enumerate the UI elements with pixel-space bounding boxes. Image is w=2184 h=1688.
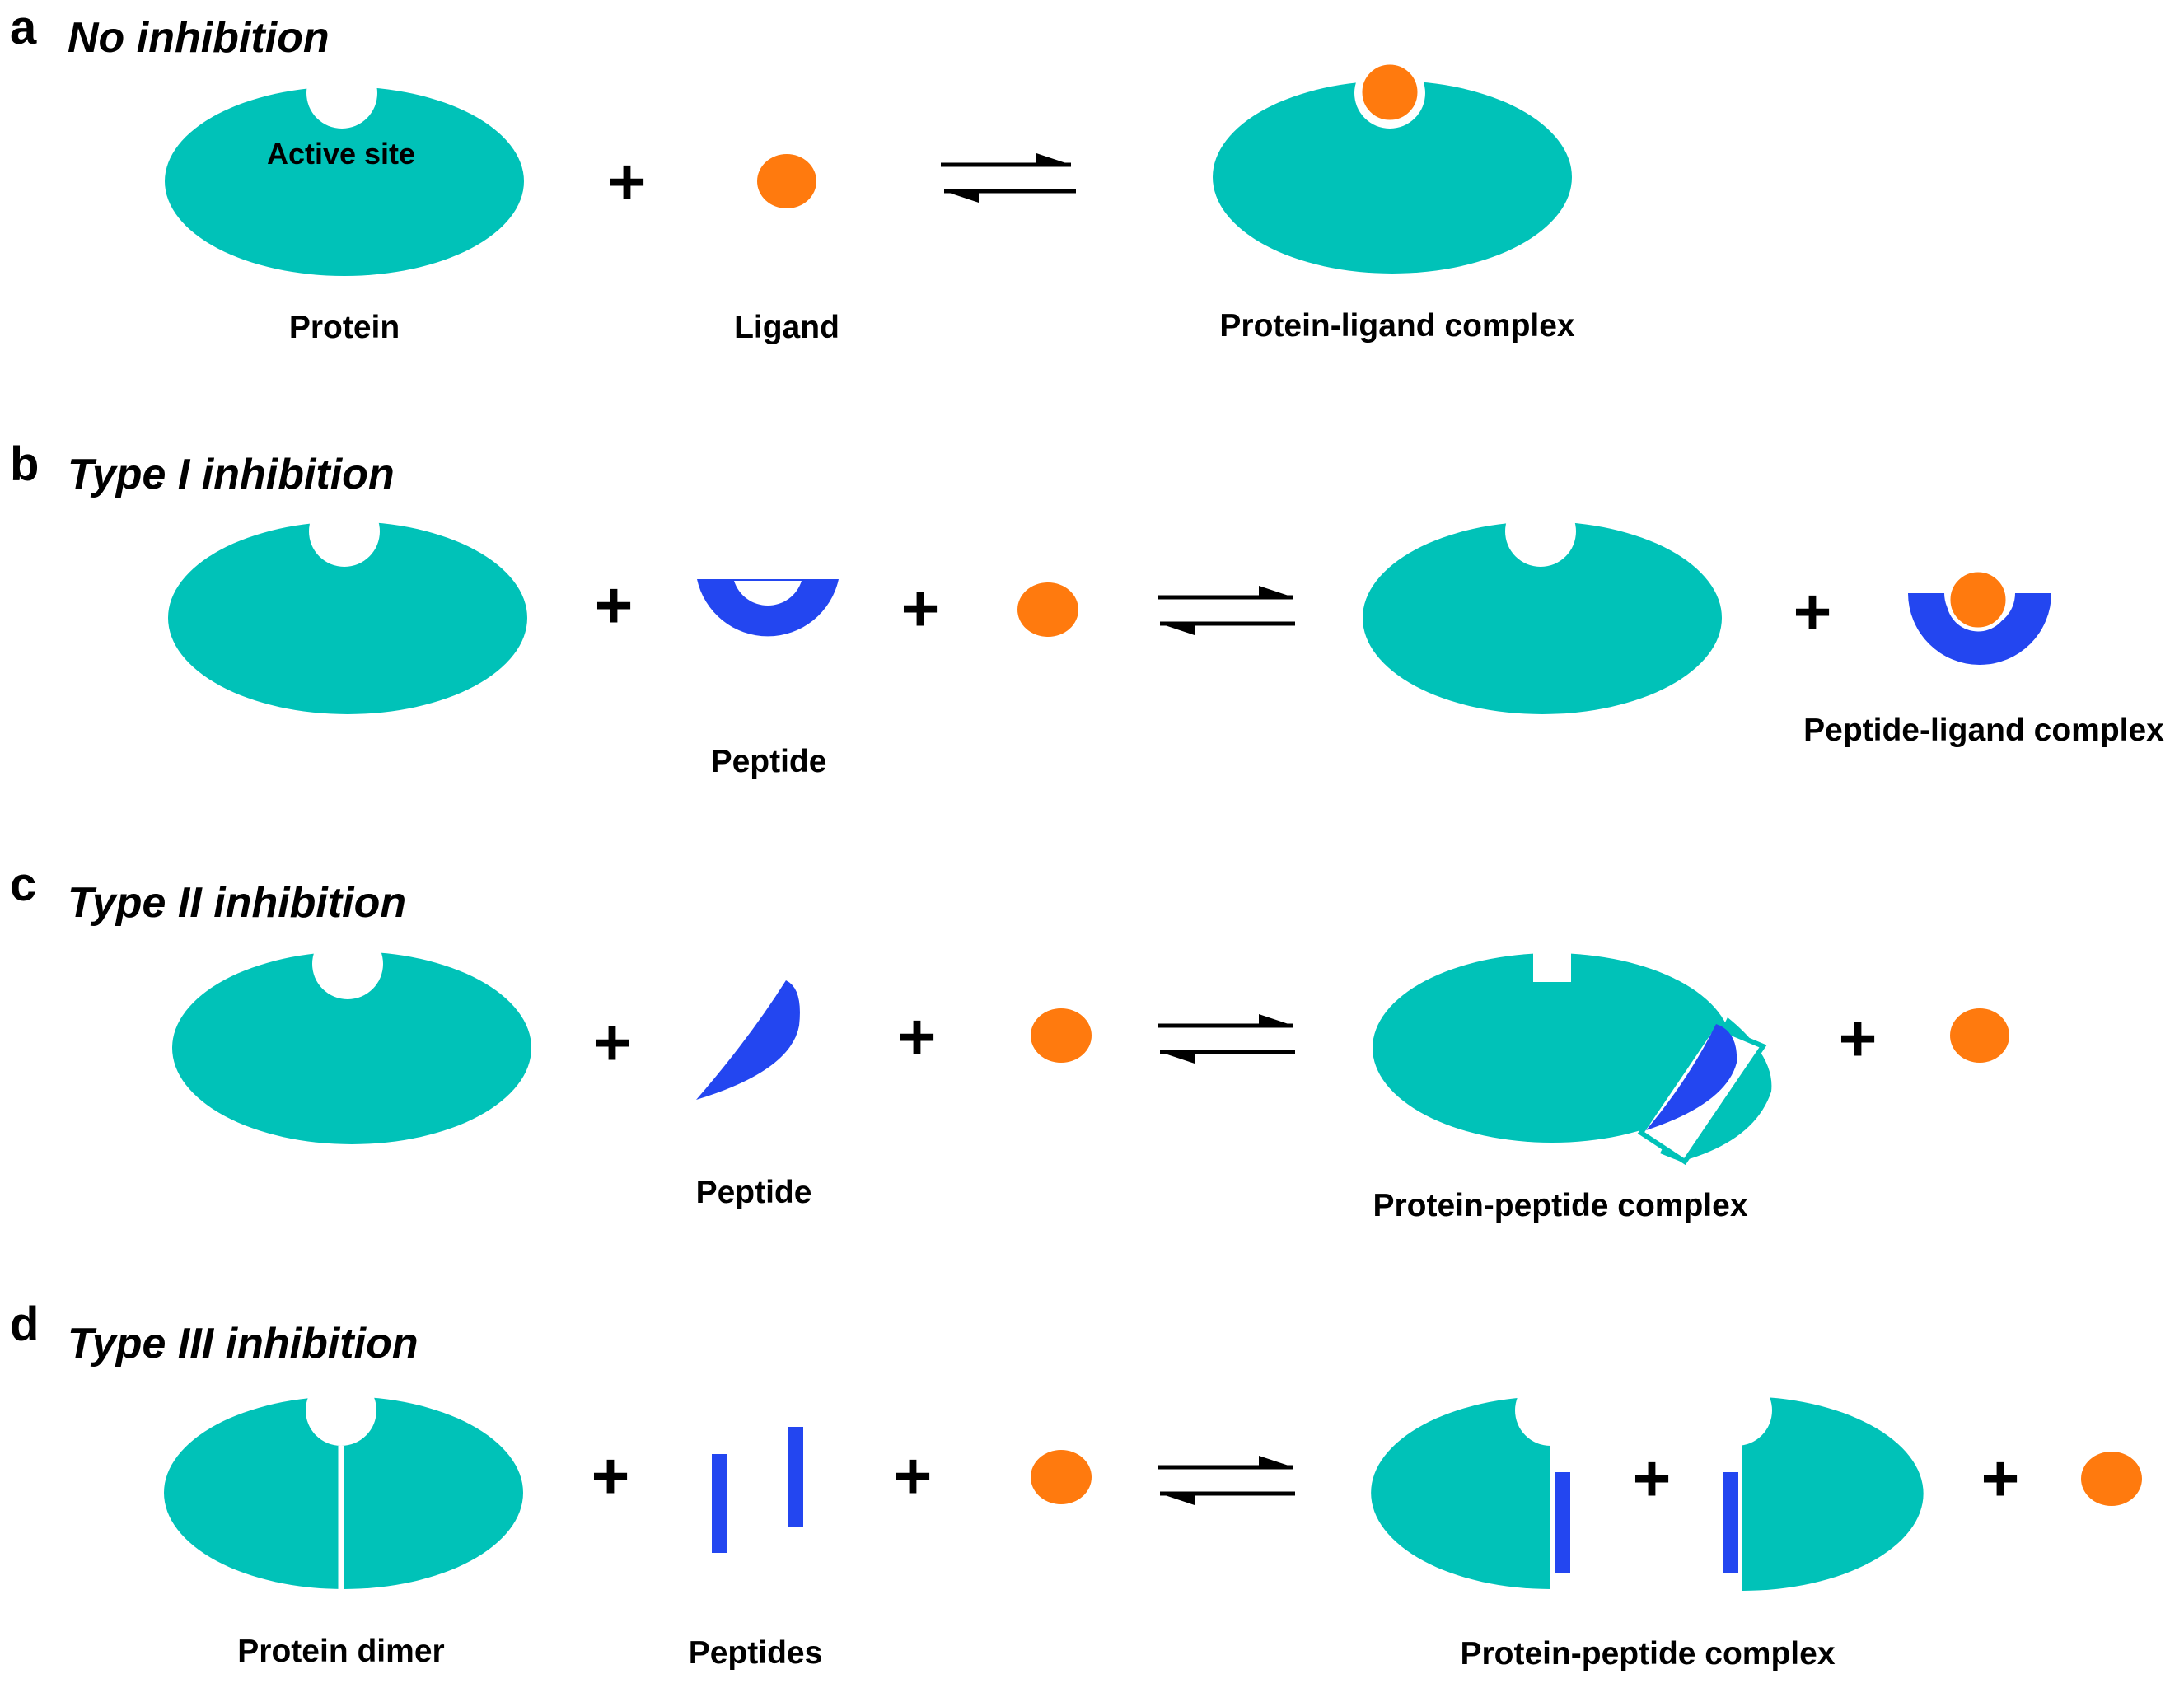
ligand-shape: [1950, 1008, 2009, 1063]
protein-shape: [172, 952, 531, 1144]
peptide-label: Peptide: [711, 744, 827, 779]
complex-label: Protein-ligand complex: [1219, 308, 1575, 344]
ligand-shape: [1031, 1008, 1092, 1063]
plus-sign: +: [595, 568, 634, 642]
equilibrium-arrow: [1158, 1014, 1295, 1064]
plus-sign: +: [901, 572, 940, 645]
protein-label: Protein: [289, 310, 400, 345]
protein-dimer-label: Protein dimer: [237, 1634, 444, 1669]
peptides-label: Peptides: [689, 1635, 823, 1671]
protein-shape: [168, 521, 527, 714]
complex-protein-shape: [1373, 947, 1772, 1166]
equilibrium-arrow: [941, 153, 1076, 203]
panel-c: c Type II inhibition + + + Peptide Prote…: [10, 858, 2009, 1223]
panel-a: a No inhibition Active site + Protein Li…: [10, 1, 1575, 345]
panel-b-letter: b: [10, 437, 39, 491]
panel-d-letter: d: [10, 1298, 39, 1351]
complex-ligand-shape: [1358, 60, 1422, 124]
equilibrium-arrow: [1158, 586, 1295, 635]
peptide-shape: [697, 579, 839, 637]
panel-a-letter: a: [10, 1, 37, 54]
panel-c-title: Type II inhibition: [68, 879, 406, 927]
plus-sign: +: [1981, 1442, 2020, 1515]
ligand-label: Ligand: [734, 310, 839, 345]
plus-sign: +: [608, 145, 647, 218]
plus-sign: +: [1839, 1002, 1878, 1075]
panel-d: d Type III inhibition + + + + Prot: [10, 1298, 2142, 1672]
plus-sign: +: [593, 1006, 632, 1079]
ligand-shape: [757, 154, 816, 208]
panel-b: b Type I inhibition + + + Peptide Peptid…: [10, 437, 2164, 779]
complex-label: Protein-peptide complex: [1373, 1188, 1747, 1223]
panel-b-title: Type I inhibition: [68, 451, 395, 498]
complex-protein-shape: [1213, 81, 1572, 274]
peptide-shape: [712, 1454, 727, 1553]
active-site-label: Active site: [267, 137, 415, 171]
panel-c-letter: c: [10, 858, 36, 911]
ligand-shape: [2081, 1452, 2142, 1506]
protein-shape: [165, 87, 524, 276]
ligand-shape: [1017, 582, 1078, 637]
complex-label: Protein-peptide complex: [1460, 1636, 1835, 1672]
protein-dimer-shape: [164, 1396, 523, 1594]
peptide-shape: [696, 980, 800, 1100]
panel-a-title: No inhibition: [68, 14, 330, 62]
plus-sign: +: [898, 1000, 937, 1073]
plus-sign: +: [1793, 575, 1832, 648]
panel-d-title: Type III inhibition: [68, 1320, 419, 1368]
equilibrium-arrow: [1158, 1456, 1295, 1505]
complex-label: Peptide-ligand complex: [1803, 713, 2164, 748]
complex-ligand-shape: [1946, 568, 2010, 632]
plus-sign: +: [894, 1439, 933, 1513]
ligand-shape: [1031, 1450, 1092, 1504]
plus-sign: +: [1633, 1442, 1672, 1515]
peptide-label: Peptide: [696, 1175, 812, 1210]
complex-left-half-shape: [1371, 1396, 1570, 1589]
complex-right-half-shape: [1723, 1396, 1924, 1591]
free-protein-shape: [1363, 521, 1722, 714]
peptide-shape: [788, 1427, 803, 1527]
plus-sign: +: [592, 1439, 630, 1513]
